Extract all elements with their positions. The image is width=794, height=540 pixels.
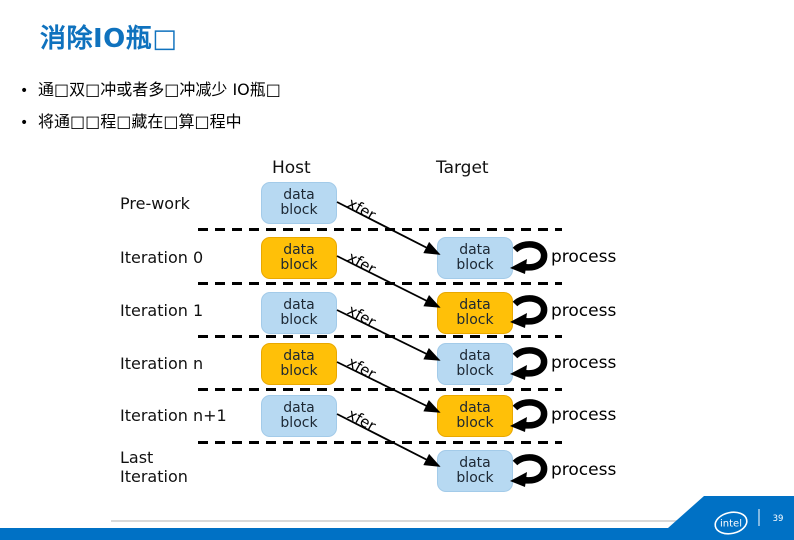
process-loop-icon (510, 454, 548, 487)
process-loop-icon (510, 347, 548, 380)
page-title: 消除IO瓶□ (40, 24, 178, 54)
data-block-label: data (459, 455, 491, 471)
data-block-label: data (459, 400, 491, 416)
footer-corner-shape (660, 496, 794, 540)
data-block-label: data (459, 242, 491, 258)
footer-bar (0, 528, 794, 540)
data-block-label: block (280, 257, 318, 273)
row-divider (198, 441, 562, 444)
bullet-marker: • (20, 115, 29, 131)
column-header-host: Host (272, 158, 311, 178)
bullet-item: • 将通□□程□藏在□算□程中 (20, 108, 242, 132)
row-label-iteration-n: Iteration n (120, 354, 204, 373)
process-loop-icon (510, 241, 548, 274)
data-block-label: data (283, 297, 315, 313)
page-number: 39 (773, 514, 784, 524)
xfer-label: xfer (344, 353, 379, 384)
xfer-label: xfer (344, 194, 379, 225)
row-label-iteration-1: Iteration 1 (120, 301, 204, 320)
process-loop-icon (510, 399, 548, 432)
footer-corner: intel 39 (660, 496, 794, 540)
bullet-marker: • (20, 83, 29, 99)
intel-logo: intel (714, 511, 748, 535)
data-block-label: data (459, 297, 491, 313)
data-block-label: data (283, 348, 315, 364)
process-label: process (551, 247, 617, 267)
data-block-label: block (456, 470, 494, 486)
row-label-iteration-n1: Iteration n+1 (120, 406, 227, 425)
data-block-label: block (280, 202, 318, 218)
data-block-label: block (456, 415, 494, 431)
row-divider (198, 335, 562, 338)
process-label: process (551, 301, 617, 321)
process-loop-icon (510, 295, 548, 328)
svg-text:intel: intel (720, 519, 742, 530)
data-block-label: data (283, 187, 315, 203)
xfer-label: xfer (344, 301, 379, 332)
row-divider (198, 228, 562, 231)
process-label: process (551, 353, 617, 373)
process-label: process (551, 460, 617, 480)
row-label-last-iteration: Last Iteration (120, 448, 188, 486)
row-label-pre-work: Pre-work (120, 194, 190, 213)
data-block-label: block (280, 312, 318, 328)
bullet-text: 通□双□冲或者多□冲减少 IO瓶□ (38, 80, 281, 99)
footer-divider-line (111, 520, 701, 522)
data-block-label: data (283, 400, 315, 416)
column-header-target: Target (436, 158, 489, 178)
data-block-label: block (456, 257, 494, 273)
row-divider (198, 282, 562, 285)
data-block-label: block (456, 363, 494, 379)
row-label-iteration-0: Iteration 0 (120, 248, 204, 267)
row-divider (198, 388, 562, 391)
process-label: process (551, 405, 617, 425)
data-block-label: data (283, 242, 315, 258)
bullet-item: • 通□双□冲或者多□冲减少 IO瓶□ (20, 76, 281, 100)
xfer-label: xfer (344, 405, 379, 436)
xfer-label: xfer (344, 248, 379, 279)
data-block-label: data (459, 348, 491, 364)
data-block-label: block (280, 363, 318, 379)
bullet-text: 将通□□程□藏在□算□程中 (38, 112, 242, 131)
data-block-label: block (456, 312, 494, 328)
data-block-label: block (280, 415, 318, 431)
